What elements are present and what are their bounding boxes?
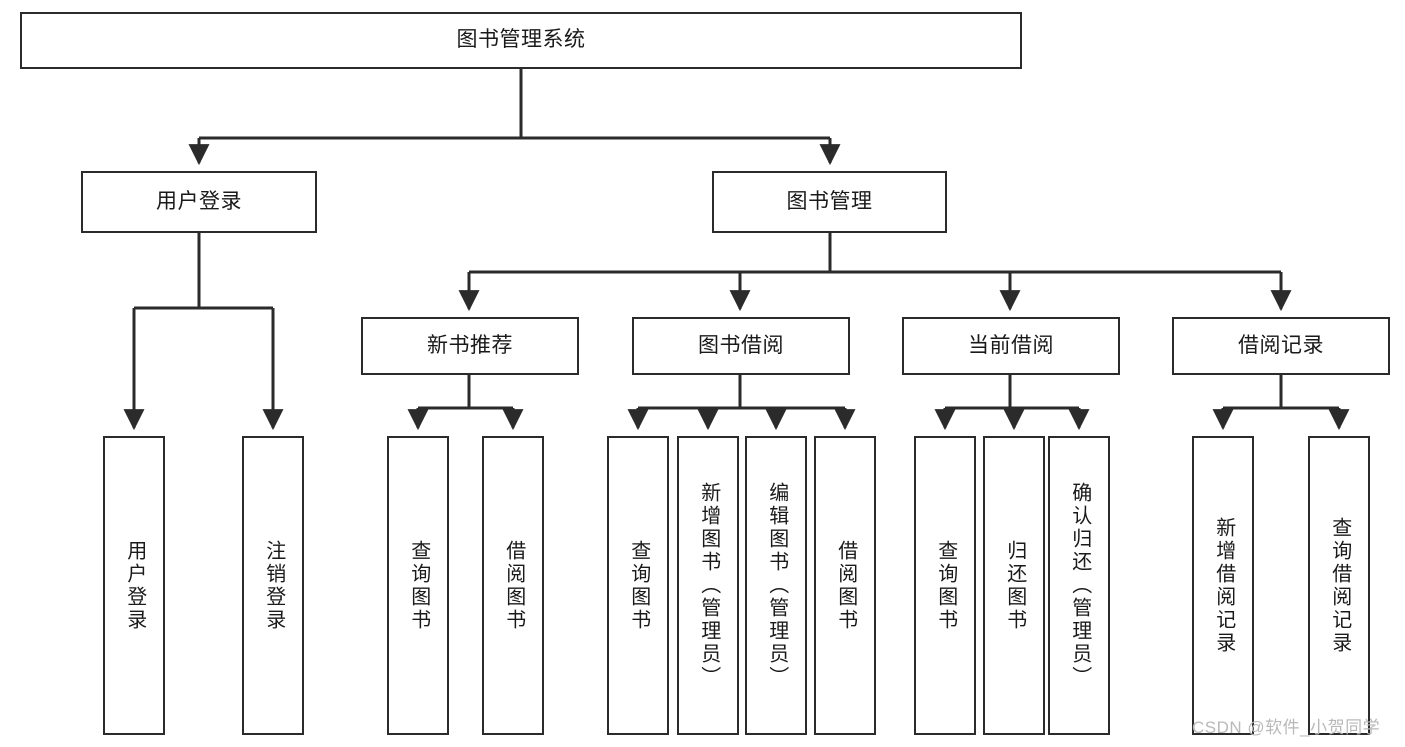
- node-label: 图书管理系统: [456, 28, 586, 52]
- node-label: 用户登录: [156, 189, 242, 213]
- node-label: 图书管理: [786, 189, 873, 213]
- node-current-borrowing[interactable]: 当前借阅: [902, 317, 1120, 375]
- node-leaf-borrow-books-newbook[interactable]: 借阅图书: [482, 436, 544, 735]
- node-label: 新增图书（管理员）: [697, 482, 720, 689]
- node-label: 查询图书: [407, 539, 430, 632]
- node-leaf-query-books-borrow[interactable]: 查询图书: [607, 436, 669, 735]
- node-leaf-logout[interactable]: 注销登录: [242, 436, 304, 735]
- node-user-login[interactable]: 用户登录: [81, 171, 317, 233]
- node-leaf-add-borrow-record[interactable]: 新增借阅记录: [1192, 436, 1254, 735]
- node-book-borrowing[interactable]: 图书借阅: [632, 317, 850, 375]
- node-leaf-return-books[interactable]: 归还图书: [983, 436, 1045, 735]
- node-label: 查询借阅记录: [1328, 516, 1351, 655]
- node-borrowing-records[interactable]: 借阅记录: [1172, 317, 1390, 375]
- csdn-watermark: CSDN @软件_小贺同学: [1192, 718, 1381, 737]
- node-label: 新增借阅记录: [1212, 516, 1235, 655]
- node-book-management-system[interactable]: 图书管理系统: [20, 12, 1022, 69]
- node-label: 查询图书: [934, 539, 957, 632]
- node-leaf-user-login[interactable]: 用户登录: [103, 436, 165, 735]
- node-leaf-query-borrow-record[interactable]: 查询借阅记录: [1308, 436, 1370, 735]
- node-leaf-add-book-admin[interactable]: 新增图书（管理员）: [677, 436, 739, 735]
- node-leaf-confirm-return-admin[interactable]: 确认归还（管理员）: [1048, 436, 1110, 735]
- node-leaf-query-books-newbook[interactable]: 查询图书: [387, 436, 449, 735]
- node-label: 编辑图书（管理员）: [765, 482, 788, 689]
- node-book-management[interactable]: 图书管理: [712, 171, 947, 233]
- node-label: 借阅记录: [1238, 333, 1324, 357]
- node-label: 借阅图书: [834, 539, 857, 632]
- node-label: 借阅图书: [502, 539, 525, 632]
- node-label: 图书借阅: [698, 333, 784, 357]
- node-new-book-recommendation[interactable]: 新书推荐: [361, 317, 579, 375]
- node-label: 注销登录: [262, 539, 285, 632]
- node-label: 新书推荐: [427, 333, 513, 357]
- node-label: 归还图书: [1003, 539, 1026, 632]
- node-leaf-edit-book-admin[interactable]: 编辑图书（管理员）: [745, 436, 807, 735]
- node-label: 用户登录: [123, 539, 146, 632]
- node-label: 确认归还（管理员）: [1068, 482, 1091, 689]
- node-label: 当前借阅: [968, 333, 1054, 357]
- node-leaf-query-books-current[interactable]: 查询图书: [914, 436, 976, 735]
- node-label: 查询图书: [627, 539, 650, 632]
- node-leaf-borrow-books[interactable]: 借阅图书: [814, 436, 876, 735]
